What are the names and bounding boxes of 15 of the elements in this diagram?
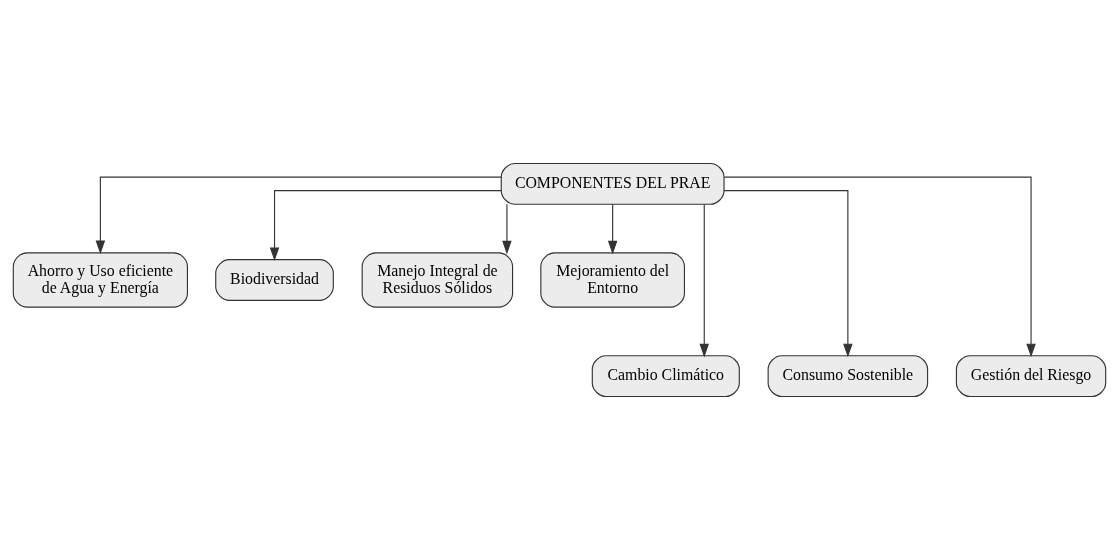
node-box: Gestión del Riesgo <box>955 355 1107 398</box>
node-box: Ahorro y Uso eficiente de Agua y Energía <box>12 252 188 308</box>
arrow <box>502 203 512 255</box>
node-box: Cambio Climático <box>591 355 740 398</box>
arrow <box>699 203 709 358</box>
arrow <box>607 203 618 255</box>
node-box: Biodiversidad <box>215 259 334 301</box>
node-box: Mejoramiento del Entorno <box>540 252 686 308</box>
node-box: Manejo Integral de Residuos Sólidos <box>361 252 514 308</box>
arrow <box>269 190 502 261</box>
node-box: Consumo Sostenible <box>767 355 929 398</box>
arrow <box>95 176 502 255</box>
node-box: COMPONENTES DEL PRAE <box>500 162 725 205</box>
arrow <box>723 176 1036 358</box>
arrow <box>723 190 853 358</box>
